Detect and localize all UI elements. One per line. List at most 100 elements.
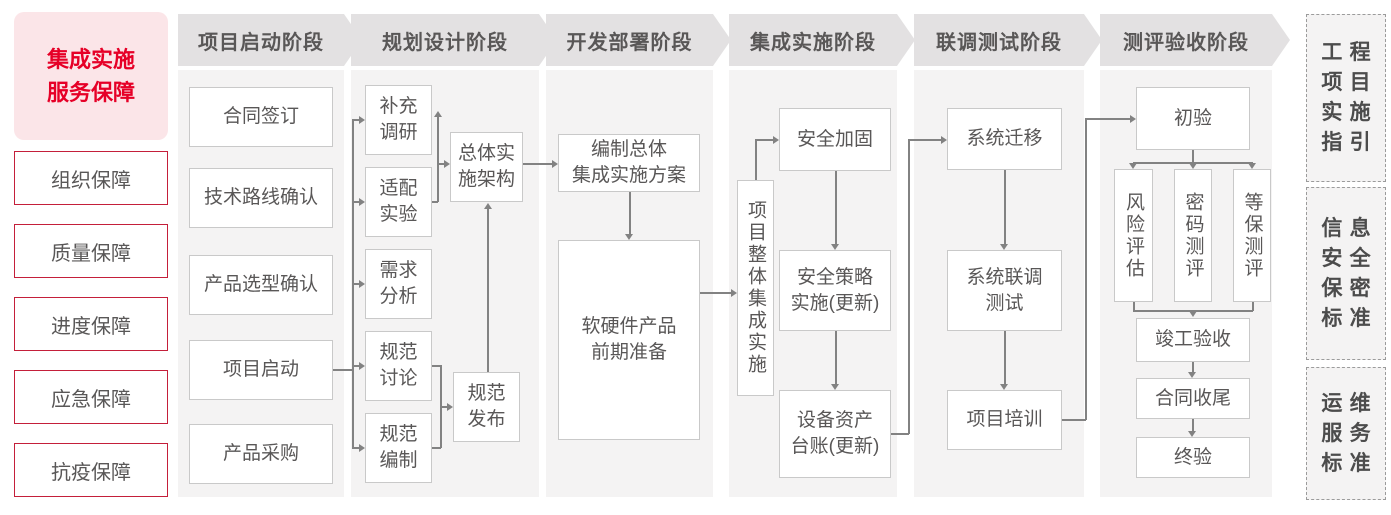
flow-box-asset-ledger-update: 设备资产 台账(更新) [779, 390, 891, 478]
arrowhead-right [773, 136, 779, 144]
arrowhead-down [625, 234, 633, 240]
flow-box-supplementary-research: 补充 调研 [365, 85, 432, 155]
flow-box-overall-integration-impl: 项目整体集成实施 [737, 180, 774, 396]
connector-line [1192, 362, 1194, 372]
arrowhead-down [1189, 311, 1197, 317]
connector-line [437, 163, 444, 165]
connector-line [835, 331, 837, 384]
flow-box-spec-discussion: 规范 讨论 [365, 331, 432, 401]
connector-line [352, 201, 359, 203]
connector-line [333, 369, 352, 371]
flow-box-requirement-analysis: 需求 分析 [365, 249, 432, 319]
arrowhead-down [1129, 163, 1137, 169]
connector-line [352, 365, 359, 367]
arrowhead-down [1248, 163, 1256, 169]
connector-line [835, 171, 837, 244]
arrowhead-right [941, 136, 947, 144]
connector-line [437, 117, 439, 202]
flow-box-overall-integration-plan: 编制总体 集成实施方案 [558, 134, 700, 192]
connector-line [1192, 150, 1194, 163]
flow-box-risk-assessment: 风险评估 [1114, 169, 1153, 302]
sidebar-title: 集成实施 服务保障 [14, 12, 168, 140]
connector-line [432, 447, 441, 449]
connector-line [432, 201, 438, 203]
connector-line [755, 139, 773, 141]
arrowhead-down [831, 244, 839, 250]
phase-banner-integration-impl: 集成实施阶段 [729, 14, 915, 66]
connector-line [1085, 118, 1130, 120]
flow-box-crypto-evaluation: 密码测评 [1174, 169, 1212, 302]
connector-line [432, 365, 441, 367]
connector-line [1004, 331, 1006, 384]
connector-line [440, 406, 447, 408]
arrowhead-right [444, 160, 450, 168]
connector-line [1085, 118, 1087, 420]
arrowhead-down [1188, 372, 1196, 378]
arrowhead-down [1189, 163, 1197, 169]
arrowhead-right [359, 198, 365, 206]
phase-banner-evaluation-acceptance: 测评验收阶段 [1100, 14, 1290, 66]
phase-banner-develop-deploy: 开发部署阶段 [546, 14, 731, 66]
connector-line [352, 447, 359, 449]
arrowhead-right [447, 403, 453, 411]
flow-box-system-migration: 系统迁移 [947, 108, 1062, 170]
arrowhead-down [1000, 244, 1008, 250]
connector-line [1133, 302, 1135, 311]
flow-box-hw-sw-preparation: 软硬件产品 前期准备 [558, 240, 700, 440]
flow-box-initial-acceptance: 初验 [1136, 87, 1250, 150]
standard-box-infosec-confidentiality: 信息 安全 保密 标准 [1306, 187, 1386, 360]
flow-box-spec-compilation: 规范 编制 [365, 413, 432, 483]
sidebar-item-quality: 质量保障 [14, 224, 168, 278]
connector-line [352, 283, 359, 285]
flow-box-product-procurement: 产品采购 [189, 424, 333, 484]
flow-box-security-policy-impl: 安全策略 实施(更新) [779, 250, 891, 331]
arrowhead-right [359, 444, 365, 452]
connector-line [629, 192, 631, 234]
flow-box-security-hardening: 安全加固 [779, 108, 891, 171]
connector-line [1192, 419, 1194, 431]
flow-box-classified-protection-evaluation: 等保测评 [1233, 169, 1271, 302]
connector-line [700, 292, 731, 294]
sidebar-item-epidemic: 抗疫保障 [14, 443, 168, 497]
connector-line [352, 119, 359, 121]
sidebar-item-schedule: 进度保障 [14, 297, 168, 351]
arrowhead-down [1188, 431, 1196, 437]
connector-line [908, 139, 910, 434]
arrowhead-right [359, 116, 365, 124]
connector-line [1252, 302, 1254, 311]
flow-box-project-kickoff: 项目启动 [189, 340, 333, 400]
sidebar-item-emergency: 应急保障 [14, 370, 168, 424]
phase-banner-joint-testing: 联调测试阶段 [914, 14, 1102, 66]
arrowhead-up [434, 111, 442, 117]
arrowhead-right [359, 362, 365, 370]
flow-box-system-joint-testing: 系统联调 测试 [947, 250, 1062, 331]
flow-box-adaptation-experiment: 适配 实验 [365, 167, 432, 237]
arrowhead-right [359, 280, 365, 288]
standard-box-engineering-guideline: 工程 项目 实施 指引 [1306, 14, 1386, 182]
flow-box-tech-route-confirm: 技术路线确认 [189, 168, 333, 228]
arrowhead-up [484, 203, 492, 209]
arrowhead-right [552, 160, 558, 168]
connector-line [487, 209, 489, 372]
connector-line [1062, 419, 1086, 421]
arrowhead-down [831, 384, 839, 390]
arrowhead-right [1130, 115, 1136, 123]
connector-line [1133, 310, 1253, 312]
phase-banner-project-kickoff: 项目启动阶段 [178, 14, 362, 66]
flow-box-spec-release: 规范 发布 [453, 372, 520, 442]
flow-box-overall-impl-architecture: 总体实 施架构 [450, 132, 523, 202]
connector-line [523, 163, 552, 165]
flow-box-project-training: 项目培训 [947, 390, 1062, 450]
flow-box-product-selection-confirm: 产品选型确认 [189, 255, 333, 315]
flow-box-completion-acceptance: 竣工验收 [1136, 318, 1250, 362]
connector-line [755, 139, 757, 180]
connector-line [1133, 162, 1253, 164]
standard-box-om-service: 运维 服务 标准 [1306, 367, 1386, 500]
arrowhead-down [1000, 384, 1008, 390]
flow-box-final-acceptance: 终验 [1136, 437, 1250, 478]
connector-line [908, 139, 941, 141]
flow-box-contract-signing: 合同签订 [189, 87, 333, 147]
phase-banner-planning-design: 规划设计阶段 [351, 14, 557, 66]
connector-line [891, 433, 909, 435]
